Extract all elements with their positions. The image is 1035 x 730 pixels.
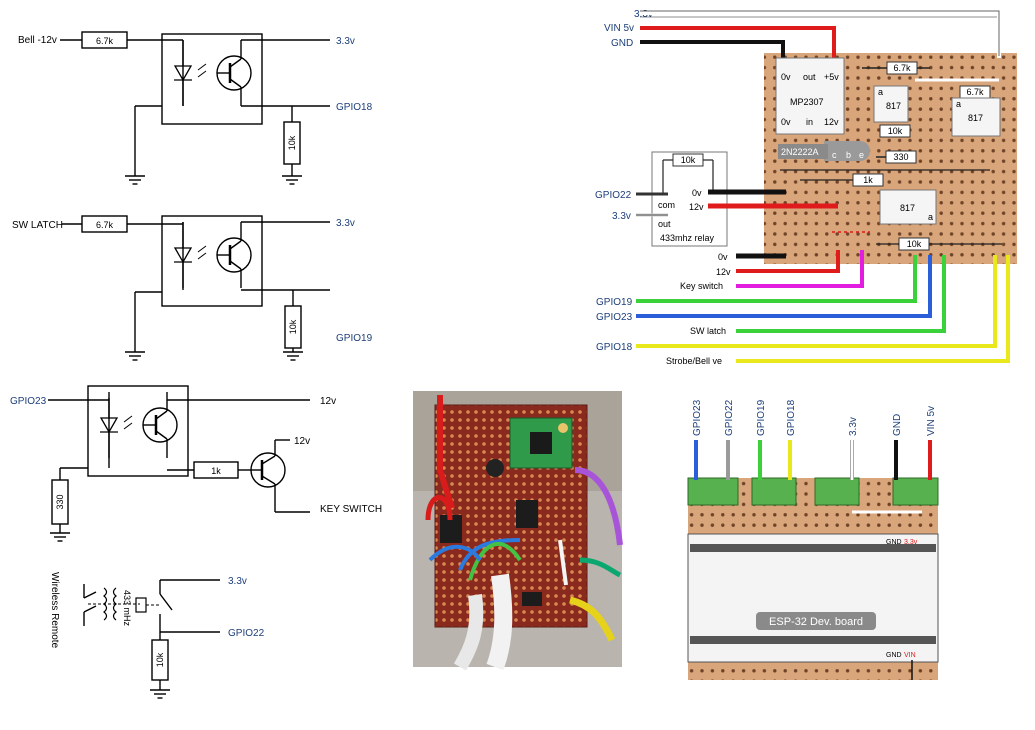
remote-pulldown-value: 10k bbox=[155, 652, 165, 667]
transistor-e: e bbox=[859, 150, 864, 160]
transistor-name: 2N2222A bbox=[781, 147, 819, 157]
bell-input-label: Bell -12v bbox=[18, 35, 57, 46]
board-r7: 10k bbox=[681, 155, 696, 165]
transistor-b: b bbox=[846, 150, 851, 160]
terminal-3 bbox=[814, 477, 860, 506]
pin-3v3: 3.3v bbox=[848, 417, 859, 436]
wire-gpio22-label: GPIO22 bbox=[595, 190, 632, 201]
terminal-4 bbox=[892, 477, 939, 506]
sw-latch-resistor-value: 6.7k bbox=[96, 220, 114, 230]
stripboard-layout: 3.3v VIN 5v GND 0v out +5v MP2307 0v in … bbox=[595, 9, 1017, 366]
relay-0v-label: 0v bbox=[692, 188, 702, 198]
board-r6: 10k bbox=[907, 239, 922, 249]
wire-key-label: Key switch bbox=[680, 281, 723, 291]
mp-0v: 0v bbox=[781, 72, 791, 82]
board-opto-3-a: a bbox=[928, 212, 933, 222]
wire-gpio18-label: GPIO18 bbox=[596, 342, 633, 353]
pin-gpio22: GPIO22 bbox=[724, 399, 735, 436]
board-opto-2 bbox=[951, 97, 1001, 137]
esp-bottom-gnd: GND bbox=[886, 652, 902, 659]
sw-latch-input-label: SW LATCH bbox=[12, 220, 63, 231]
board-opto-2-a: a bbox=[956, 99, 961, 109]
board-r4: 330 bbox=[893, 152, 908, 162]
bell-gpio-label: GPIO18 bbox=[336, 102, 373, 113]
transistor-c: c bbox=[832, 150, 837, 160]
board-opto-1-name: 817 bbox=[886, 101, 901, 111]
terminal-2 bbox=[751, 477, 797, 506]
wire-gpio19-label: GPIO19 bbox=[596, 297, 633, 308]
pin-gpio23: GPIO23 bbox=[692, 399, 703, 436]
esp-top-3v3: 3.3v bbox=[904, 539, 918, 546]
key-12v-collector-label: 12v bbox=[294, 436, 310, 447]
esp-top-gnd: GND bbox=[886, 539, 902, 546]
wireless-remote-label: Wireless Remote bbox=[49, 572, 60, 649]
relay-name-label: 433mhz relay bbox=[660, 233, 715, 243]
terminal-1 bbox=[687, 477, 739, 506]
wire-3v3b-label: 3.3v bbox=[612, 211, 631, 222]
bell-optocoupler bbox=[160, 32, 264, 126]
relay-12v-label: 12v bbox=[689, 202, 704, 212]
relay-frequency-label: 433 mHz bbox=[122, 590, 132, 627]
esp-bottom-vin: VIN bbox=[904, 652, 916, 659]
esp32-devboard-layout: GPIO23 GPIO22 GPIO19 GPIO18 3.3v GND VIN… bbox=[687, 399, 939, 680]
mp-12v: 12v bbox=[824, 117, 839, 127]
433-relay-module bbox=[651, 151, 728, 247]
board-r3: 10k bbox=[888, 126, 903, 136]
bell-input-resistor-value: 6.7k bbox=[96, 36, 114, 46]
wire-12v-label: 12v bbox=[716, 267, 731, 277]
transistor-body bbox=[824, 141, 870, 161]
board-r2: 6.7k bbox=[966, 87, 984, 97]
sw-latch-circuit: SW LATCH 6.7k 3.3v 10k GPIO19 bbox=[12, 214, 373, 361]
esp32-title: ESP-32 Dev. board bbox=[769, 616, 863, 628]
key-switch-circuit: GPIO23 330 12v 1k 12v KEY SWITCH bbox=[10, 384, 382, 542]
board-opto-1-a: a bbox=[878, 87, 883, 97]
bell-vout-label: 3.3v bbox=[336, 36, 355, 47]
circuit-photo bbox=[413, 391, 623, 671]
mp-0v2: 0v bbox=[781, 117, 791, 127]
relay-out-label: out bbox=[658, 219, 671, 229]
wire-gnd-label: GND bbox=[611, 38, 633, 49]
board-opto-3-name: 817 bbox=[900, 203, 915, 213]
pin-gnd: GND bbox=[892, 414, 903, 436]
bell-pulldown-value: 10k bbox=[287, 135, 297, 150]
sw-latch-gpio-label: GPIO19 bbox=[336, 333, 373, 344]
wire-vin-label: VIN 5v bbox=[604, 23, 634, 34]
wire-gpio23-label: GPIO23 bbox=[596, 312, 633, 323]
pin-gpio19: GPIO19 bbox=[756, 399, 767, 436]
pin-gpio18: GPIO18 bbox=[786, 399, 797, 436]
relay-com-label: com bbox=[658, 200, 675, 210]
wire-strobe-label: Strobe/Bell ve bbox=[666, 356, 722, 366]
wireless-remote-circuit: Wireless Remote 433 mHz 3.3v GPIO22 10k bbox=[49, 572, 265, 699]
pin-vin: VIN 5v bbox=[926, 406, 937, 436]
board-r5: 1k bbox=[863, 175, 873, 185]
key-led-resistor-value: 330 bbox=[55, 494, 65, 509]
key-npn-transistor bbox=[250, 440, 286, 512]
board-r1: 6.7k bbox=[893, 63, 911, 73]
key-12v-label: 12v bbox=[320, 396, 336, 407]
remote-gpio-label: GPIO22 bbox=[228, 628, 265, 639]
wire-swlatch-label: SW latch bbox=[690, 326, 726, 336]
sw-latch-optocoupler bbox=[160, 214, 264, 308]
bell-input-circuit: Bell -12v 6.7k 3.3v GPIO18 10k bbox=[18, 31, 373, 185]
mp-out: out bbox=[803, 72, 816, 82]
sw-latch-pulldown-value: 10k bbox=[288, 319, 298, 334]
board-opto-3 bbox=[879, 189, 937, 225]
mp-5v: +5v bbox=[824, 72, 839, 82]
mp-name: MP2307 bbox=[790, 97, 824, 107]
remote-vout-label: 3.3v bbox=[228, 576, 247, 587]
mp2307-module bbox=[775, 57, 845, 135]
key-gpio-input-label: GPIO23 bbox=[10, 396, 47, 407]
wire-0v-label: 0v bbox=[718, 252, 728, 262]
mp-in: in bbox=[806, 117, 813, 127]
key-base-resistor-value: 1k bbox=[211, 466, 221, 476]
sw-latch-vout-label: 3.3v bbox=[336, 218, 355, 229]
key-switch-output-label: KEY SWITCH bbox=[320, 504, 382, 515]
board-opto-2-name: 817 bbox=[968, 113, 983, 123]
board-opto-1 bbox=[873, 85, 909, 123]
